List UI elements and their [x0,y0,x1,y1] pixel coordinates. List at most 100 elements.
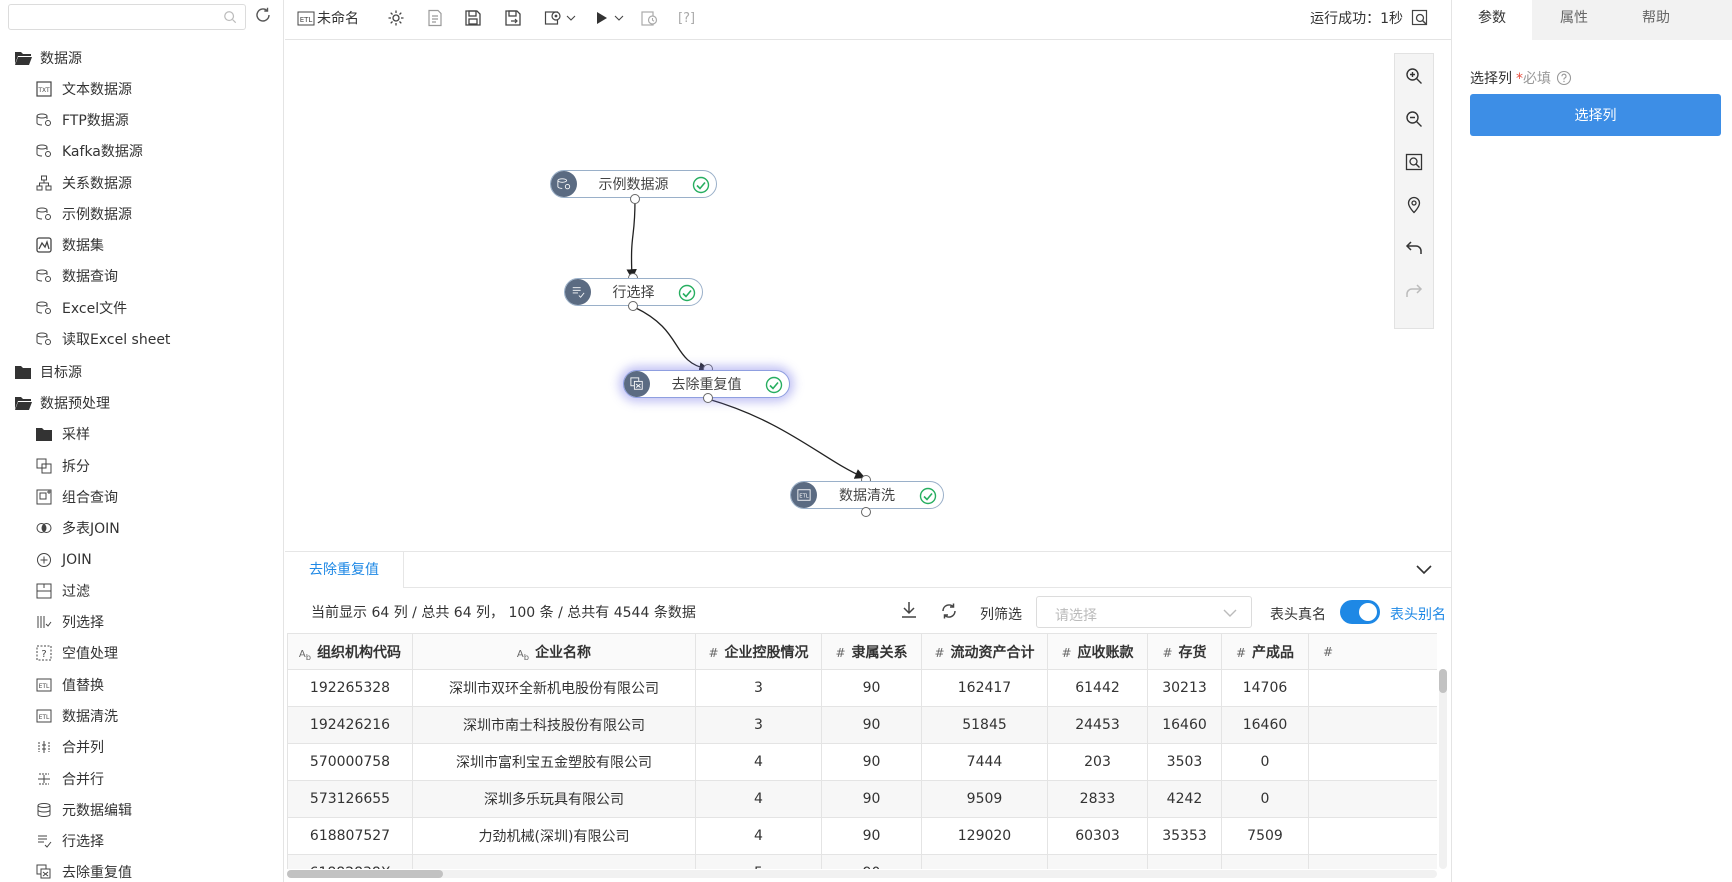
output-port[interactable] [630,194,640,204]
flow-node-sample-datasource[interactable]: 示例数据源 [550,170,717,198]
flow-node-label: 去除重复值 [671,377,742,393]
tree-category-preprocessing[interactable]: 数据预处理 [0,388,283,419]
tab-help[interactable]: 帮助 [1642,10,1670,26]
tree-item-split[interactable]: 拆分 [0,450,283,481]
search-icon[interactable] [223,10,237,24]
locate-button[interactable] [1395,183,1433,226]
tab-params[interactable]: 参数 [1452,0,1532,40]
scroll-thumb[interactable] [287,870,443,878]
header-name-toggle[interactable] [1340,600,1380,624]
flow-node-data-cleaning[interactable]: ETL 数据清洗 [790,481,944,509]
undo-button[interactable] [1395,226,1433,269]
tab-properties[interactable]: 属性 [1560,10,1588,26]
tree-item-kafka-datasource[interactable]: Kafka数据源 [0,136,283,167]
play-icon [597,12,607,24]
folder-icon [36,426,52,442]
tree-item-combined-query[interactable]: 组合查询 [0,481,283,512]
table-cell [1308,743,1437,781]
tree-item-label: 关系数据源 [62,175,132,192]
tree-item-sampling[interactable]: 采样 [0,419,283,450]
flow-title[interactable]: ETL 未命名 [297,6,359,30]
flow-canvas[interactable]: 示例数据源 行选择 去除重复值 ETL 数据清洗 [285,41,1451,551]
zoom-in-button[interactable] [1395,54,1433,97]
refresh-icon[interactable] [939,601,959,621]
log-search-icon[interactable] [1411,9,1429,27]
table-cell: 192426216 [287,706,413,744]
tree-item-merge-rows[interactable]: 合并行 [0,763,283,794]
redo-button[interactable] [1395,269,1433,312]
output-port[interactable] [703,393,713,403]
column-header[interactable]: #应收账款 [1047,633,1148,670]
tree-item-dedupe[interactable]: 去除重复值 [0,857,283,882]
select-columns-button[interactable]: 选择列 [1470,94,1721,136]
tree-item-text-datasource[interactable]: TXT 文本数据源 [0,73,283,104]
tree-item-relational-datasource[interactable]: 关系数据源 [0,167,283,198]
column-header[interactable]: #流动资产合计 [921,633,1048,670]
tree-category-target[interactable]: 目标源 [0,357,283,388]
tree-item-data-cleaning[interactable]: ETL 数据清洗 [0,700,283,731]
tab-dedupe[interactable]: 去除重复值 [285,552,404,588]
output-port[interactable] [628,301,638,311]
column-header[interactable]: # [1308,633,1437,670]
settings-button[interactable] [387,6,405,30]
tree-item-row-select[interactable]: 行选择 [0,826,283,857]
tree-item-ftp-datasource[interactable]: FTP数据源 [0,104,283,135]
vertical-scrollbar[interactable] [1439,669,1447,869]
flow-node-dedupe[interactable]: 去除重复值 [623,370,790,398]
horizontal-scrollbar[interactable] [287,870,1437,878]
run-dropdown[interactable] [592,6,625,30]
search-input[interactable] [9,5,209,29]
column-header[interactable]: #存货 [1147,633,1222,670]
tree-item-metadata-edit[interactable]: 元数据编辑 [0,794,283,825]
zoom-out-button[interactable] [1395,97,1433,140]
tree-item-join[interactable]: JOIN [0,544,283,575]
flow-node-row-select[interactable]: 行选择 [564,278,703,306]
tree-category-datasource[interactable]: 数据源 [0,42,283,73]
schedule-button[interactable] [640,6,658,30]
run-status-text: 运行成功：1秒 [1310,11,1403,27]
fit-view-button[interactable] [1395,140,1433,183]
table-cell: 深圳市双环全新机电股份有限公司 [412,669,696,707]
tree-item-value-replace[interactable]: ETL 值替换 [0,669,283,700]
chevron-down-icon[interactable] [1415,562,1433,578]
etl-icon: ETL [297,11,315,26]
tree-item-sample-datasource[interactable]: 示例数据源 [0,198,283,229]
column-header[interactable]: #产成品 [1221,633,1309,670]
save-button[interactable] [464,6,482,30]
tree-category-label: 目标源 [40,365,82,382]
tree-item-filter[interactable]: 过滤 [0,575,283,606]
tree-item-merge-columns[interactable]: 合并列 [0,732,283,763]
output-port[interactable] [861,507,871,517]
column-filter-select[interactable]: 请选择 [1036,596,1252,628]
tree-item-data-query[interactable]: 数据查询 [0,261,283,292]
properties-button[interactable] [426,6,444,30]
tree-item-null-handling[interactable]: ? 空值处理 [0,638,283,669]
column-header[interactable]: #企业控股情况 [695,633,822,670]
help-button[interactable]: [?] [678,6,695,30]
tree-item-excel-file[interactable]: Excel文件 [0,292,283,323]
tree-item-column-select[interactable]: 列选择 [0,606,283,637]
config-dropdown[interactable] [544,6,577,30]
header-alias-label[interactable]: 表头别名 [1390,607,1446,623]
check-circle-icon [919,487,937,505]
zoom-out-icon [1406,110,1422,127]
save-as-button[interactable] [504,6,522,30]
tree-item-dataset[interactable]: 数据集 [0,229,283,260]
download-icon[interactable] [899,600,919,620]
column-header[interactable]: #隶属关系 [821,633,922,670]
refresh-icon[interactable] [254,6,272,24]
scroll-thumb[interactable] [1439,669,1447,693]
help-circle-icon[interactable] [1556,70,1572,86]
table-cell: 力劲机械(深圳)有限公司 [412,817,696,855]
tree-item-multi-table-join[interactable]: 多表JOIN [0,513,283,544]
tree-item-read-excel-sheet[interactable]: 读取Excel sheet [0,323,283,354]
table-row[interactable]: 61882838X590 [287,854,1437,869]
